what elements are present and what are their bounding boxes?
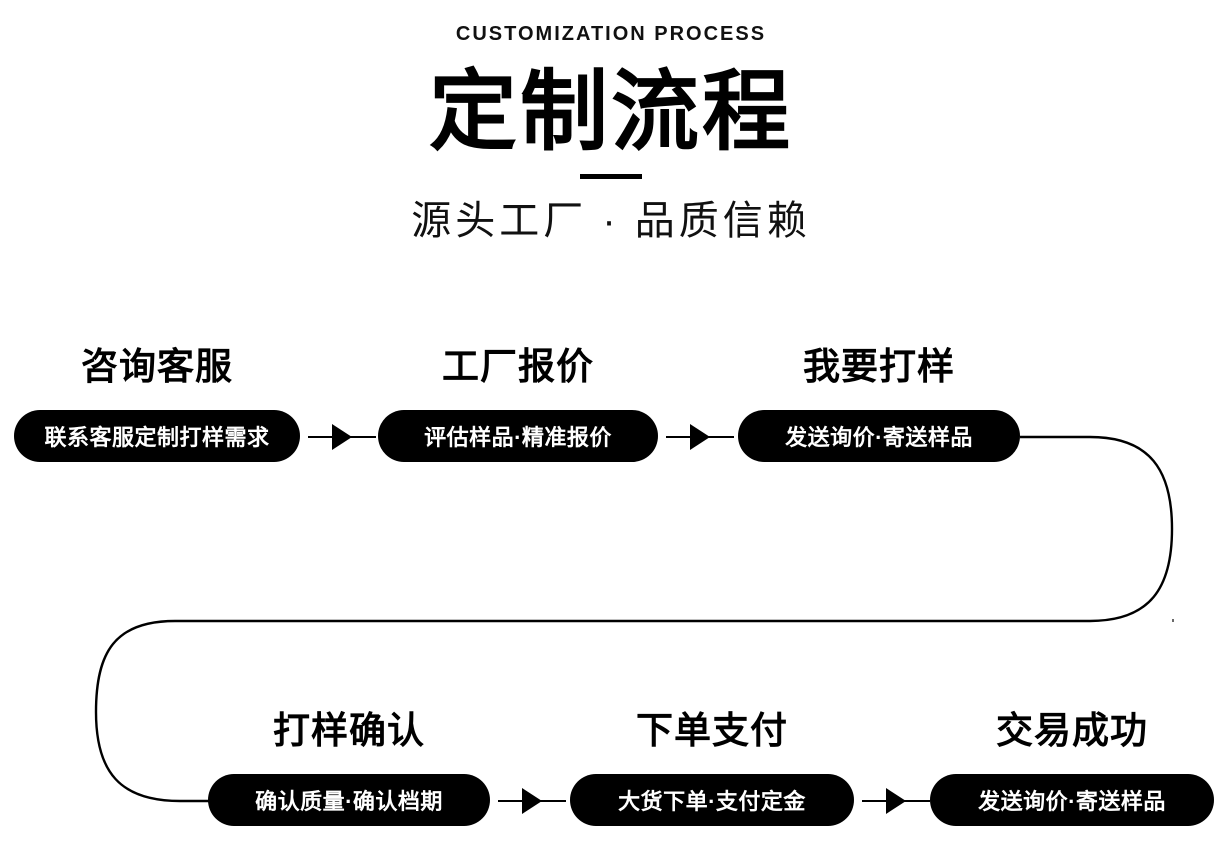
step-2-title: 工厂报价 <box>442 346 594 387</box>
arrow-2-to-3 <box>666 424 734 450</box>
arrow-head-icon <box>690 424 710 450</box>
step-4-title: 打样确认 <box>273 710 425 751</box>
eyebrow-text: CUSTOMIZATION PROCESS <box>455 23 767 45</box>
title-divider <box>580 174 642 180</box>
step-3-title: 我要打样 <box>803 346 955 387</box>
step-1-pill[interactable]: 联系客服定制打样需求 <box>14 410 300 462</box>
arrow-1-to-2 <box>308 424 376 450</box>
image-speck <box>1172 619 1174 622</box>
arrow-5-to-6 <box>862 788 930 814</box>
step-6-pill[interactable]: 发送询价·寄送样品 <box>930 774 1214 826</box>
subtitle-text: 源头工厂 · 品质信赖 <box>411 199 811 244</box>
arrow-head-icon <box>332 424 352 450</box>
step-5-title: 下单支付 <box>636 710 788 751</box>
header: CUSTOMIZATION PROCESS 定制流程 源头工厂 · 品质信赖 <box>0 0 1222 243</box>
step-2-pill[interactable]: 评估样品·精准报价 <box>378 410 658 462</box>
step-3-pill[interactable]: 发送询价·寄送样品 <box>738 410 1020 462</box>
arrow-head-icon <box>522 788 542 814</box>
step-5-pill[interactable]: 大货下单·支付定金 <box>570 774 854 826</box>
step-1-title: 咨询客服 <box>81 346 233 387</box>
arrow-head-icon <box>886 788 906 814</box>
page-title: 定制流程 <box>428 62 793 161</box>
step-6-title: 交易成功 <box>996 710 1148 751</box>
step-4-pill[interactable]: 确认质量·确认档期 <box>208 774 490 826</box>
arrow-4-to-5 <box>498 788 566 814</box>
